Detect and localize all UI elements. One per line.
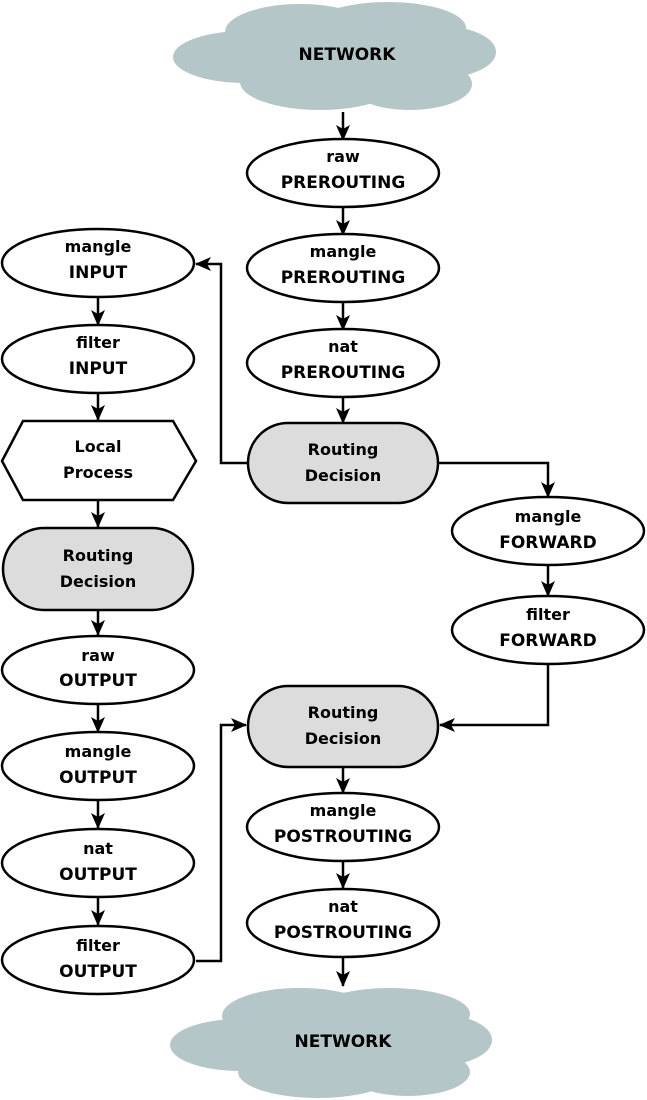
arrow-routing-to-mangle-input — [195, 257, 248, 465]
chain-label: POSTROUTING — [274, 923, 412, 943]
node-mangle-postrouting: mangle POSTROUTING — [245, 791, 441, 863]
chain-label: OUTPUT — [59, 865, 137, 885]
node-nat-output: nat OUTPUT — [0, 827, 196, 899]
chain-label: INPUT — [69, 263, 128, 283]
table-label: mangle — [515, 507, 582, 526]
chain-label: FORWARD — [499, 631, 597, 651]
routing-line1: Routing — [63, 546, 134, 565]
table-label: mangle — [65, 742, 132, 761]
table-label: mangle — [310, 801, 377, 820]
flow-connectors — [91, 112, 555, 987]
chain-label: PREROUTING — [281, 268, 406, 288]
table-label: filter — [526, 605, 570, 624]
table-label: nat — [328, 897, 358, 916]
network-label: NETWORK — [295, 1032, 393, 1052]
routing-line2: Decision — [60, 572, 137, 591]
table-label: raw — [81, 646, 115, 665]
cloud-shape — [170, 988, 492, 1098]
table-label: filter — [76, 333, 120, 352]
node-mangle-prerouting: mangle PREROUTING — [245, 232, 441, 304]
chain-label: OUTPUT — [59, 768, 137, 788]
routing-line2: Decision — [305, 466, 382, 485]
routing-line2: Decision — [305, 729, 382, 748]
table-label: mangle — [65, 237, 132, 256]
local-process-line2: Process — [63, 463, 133, 482]
node-mangle-input: mangle INPUT — [0, 227, 196, 299]
chain-label: PREROUTING — [281, 173, 406, 193]
chain-label: POSTROUTING — [274, 827, 412, 847]
node-nat-postrouting: nat POSTROUTING — [245, 887, 441, 959]
arrow-filter-output-to-routing — [196, 718, 247, 963]
table-label: raw — [326, 147, 360, 166]
node-local-process: Local Process — [0, 419, 198, 502]
table-label: filter — [76, 936, 120, 955]
table-label: mangle — [310, 242, 377, 261]
node-mangle-output: mangle OUTPUT — [0, 730, 196, 802]
node-raw-prerouting: raw PREROUTING — [245, 137, 441, 209]
table-label: nat — [328, 337, 358, 356]
network-cloud-top: NETWORK — [173, 2, 496, 110]
node-routing-decision-output: Routing Decision — [1, 526, 195, 612]
node-filter-output: filter OUTPUT — [0, 924, 196, 996]
node-routing-decision-prerouting: Routing Decision — [246, 421, 440, 505]
network-cloud-bottom: NETWORK — [170, 988, 492, 1098]
arrow-routing-to-mangle-forward — [438, 461, 555, 498]
chain-label: FORWARD — [499, 533, 597, 553]
chain-label: PREROUTING — [281, 363, 406, 383]
node-nat-prerouting: nat PREROUTING — [245, 327, 441, 399]
node-routing-decision-postrouting: Routing Decision — [246, 684, 440, 769]
arrow-filter-forward-to-routing — [439, 664, 550, 732]
chain-label: INPUT — [69, 359, 128, 379]
cloud-shape — [173, 2, 496, 110]
routing-line1: Routing — [308, 440, 379, 459]
node-mangle-forward: mangle FORWARD — [450, 495, 646, 567]
chain-label: OUTPUT — [59, 671, 137, 691]
network-label: NETWORK — [299, 45, 397, 65]
node-raw-output: raw OUTPUT — [0, 634, 196, 706]
chain-label: OUTPUT — [59, 962, 137, 982]
node-filter-input: filter INPUT — [0, 323, 196, 395]
routing-line1: Routing — [308, 703, 379, 722]
table-label: nat — [83, 839, 113, 858]
node-filter-forward: filter FORWARD — [450, 594, 646, 666]
local-process-line1: Local — [75, 437, 122, 456]
